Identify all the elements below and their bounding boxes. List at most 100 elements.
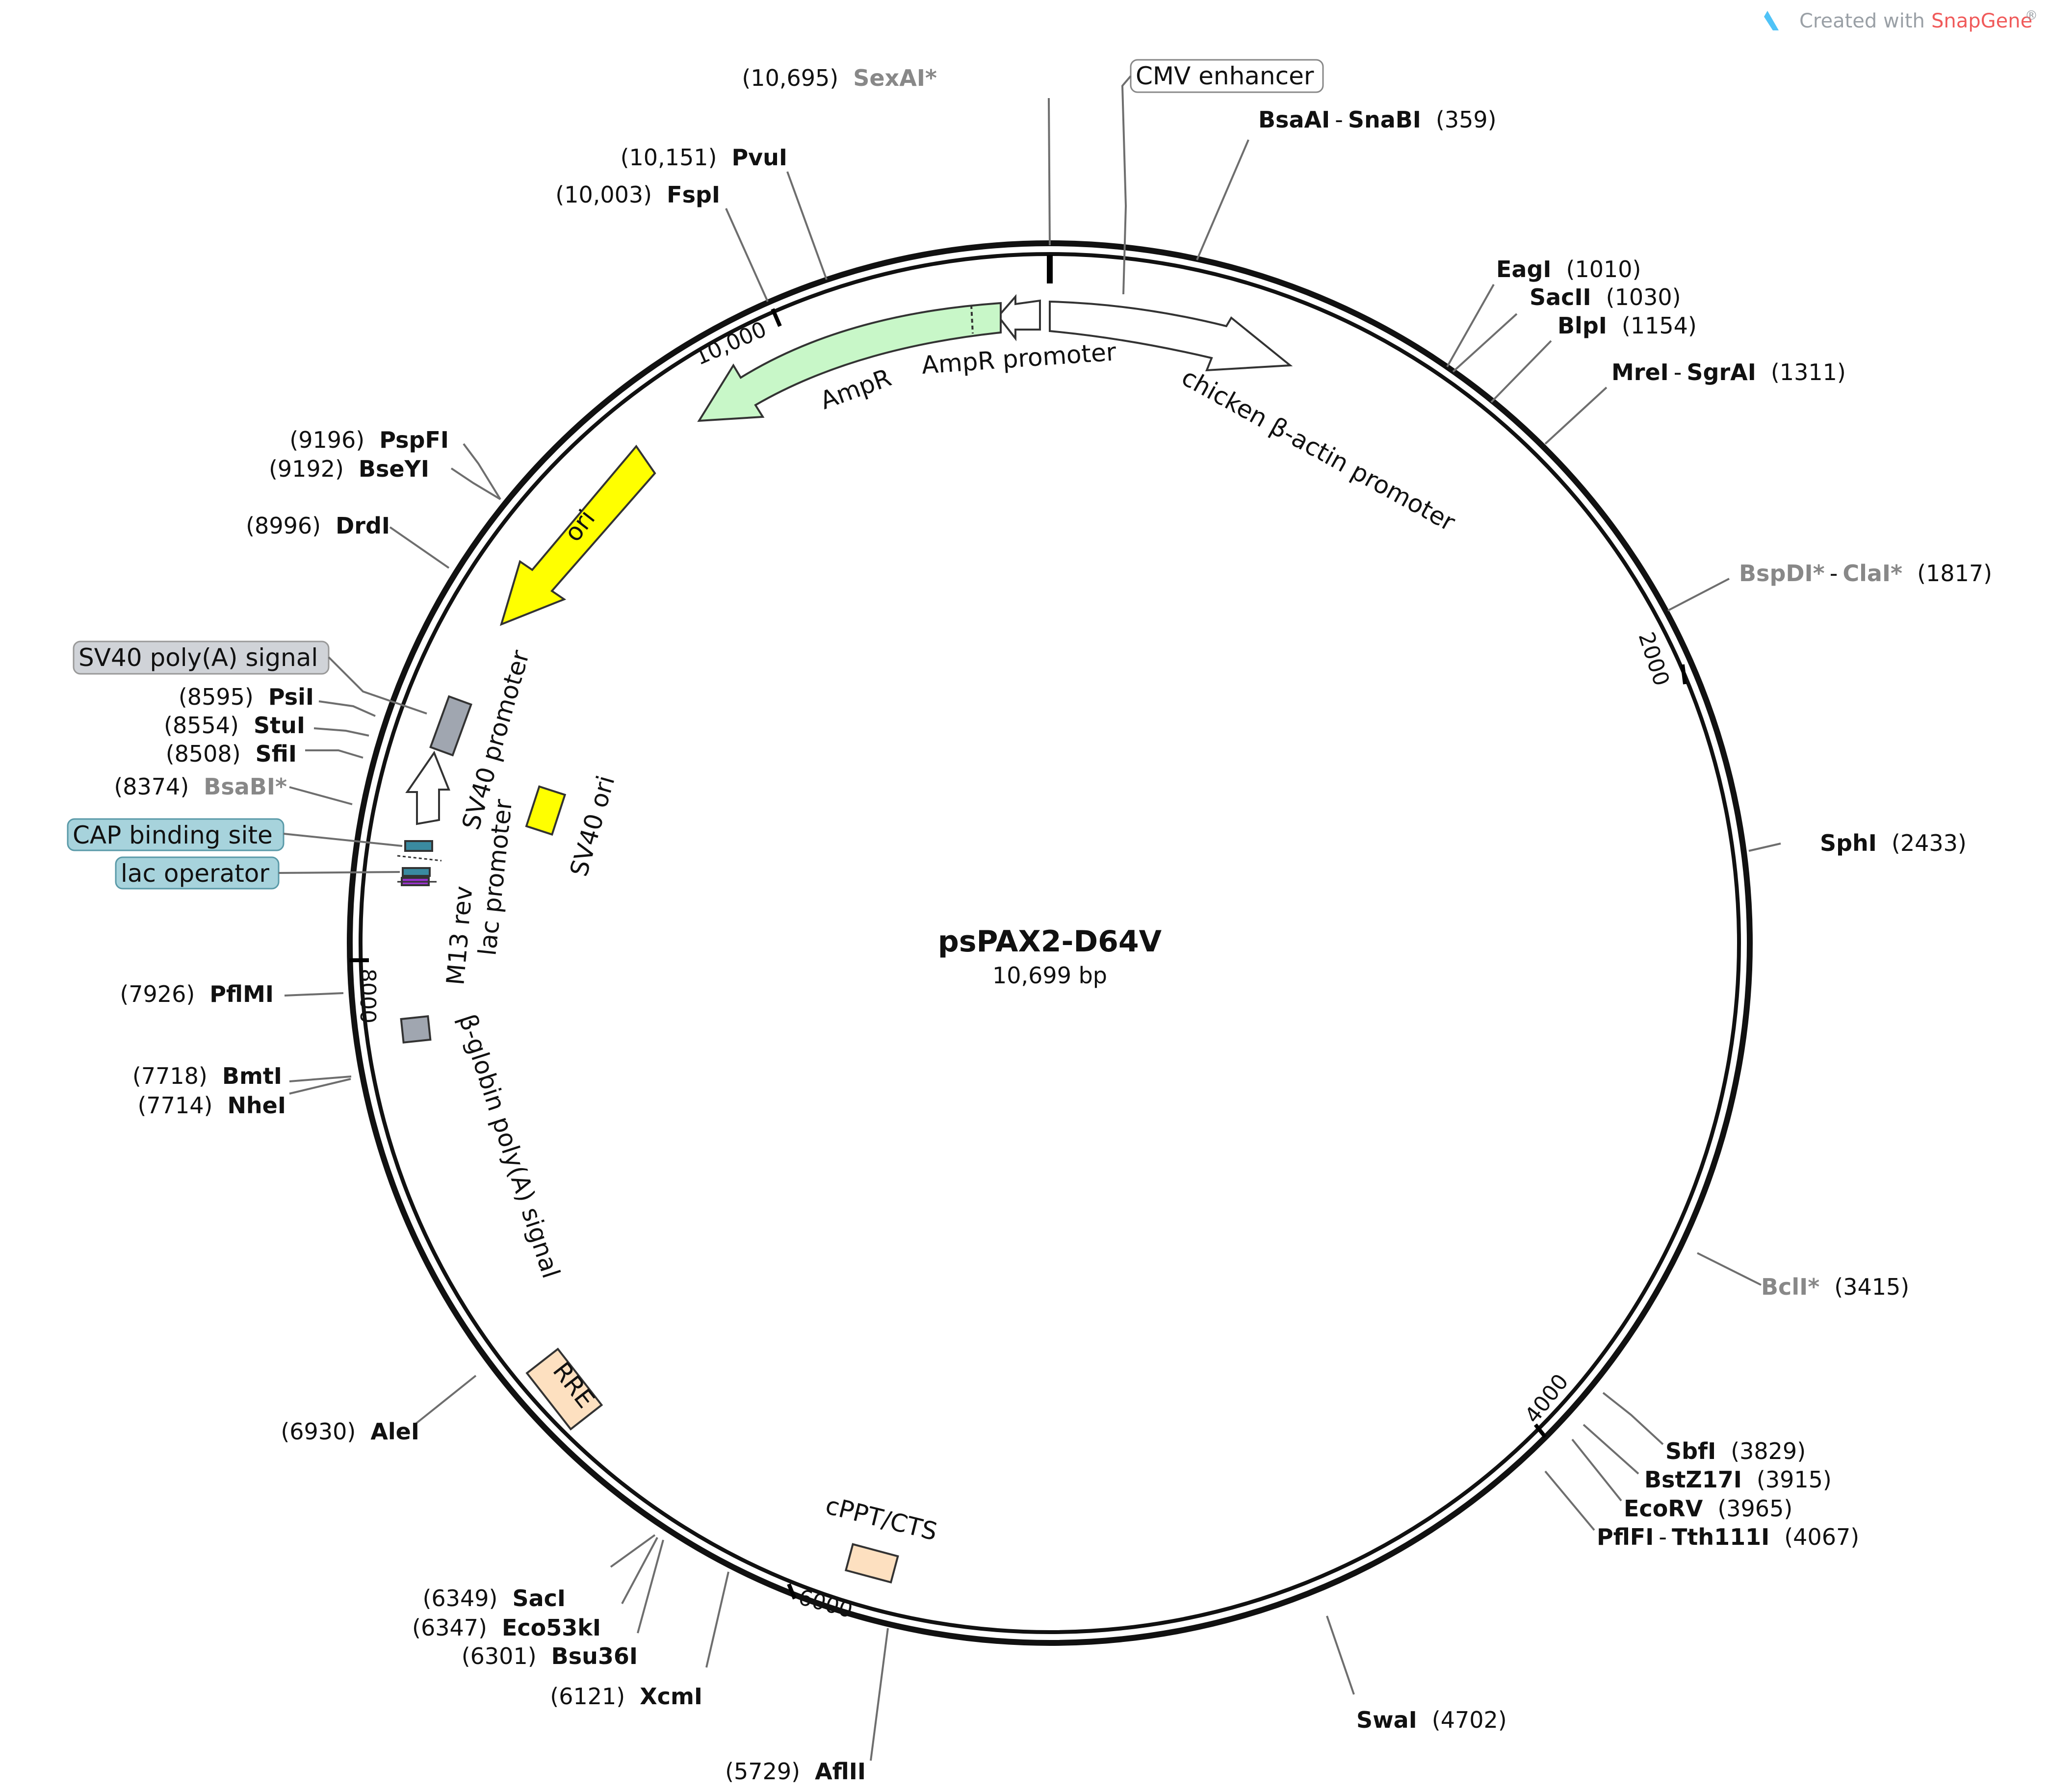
sv40-ori-label: SV40 ori [565, 772, 621, 879]
tick-6000 [787, 1583, 797, 1600]
aflii-leader [870, 1628, 889, 1761]
pvui-enzyme: PvuI [731, 144, 787, 171]
bseyi-enzyme: BseYI [359, 456, 429, 482]
bspdi-enzyme2: ClaI* [1842, 560, 1902, 587]
pflmi-pos: (7926) [120, 981, 195, 1007]
bsaai-leader [1196, 139, 1249, 260]
stui-enzyme: StuI [254, 712, 305, 739]
cppt-box[interactable] [844, 1543, 899, 1584]
site-stui[interactable]: (8554)StuI [164, 712, 305, 739]
features [397, 294, 1293, 1584]
nhei-enzyme: NheI [227, 1092, 286, 1119]
pspfi-enzyme: PspFI [379, 427, 449, 453]
ampr-promoter-arrow[interactable] [997, 294, 1041, 341]
swai-pos: (4702) [1432, 1707, 1507, 1733]
site-pflmi[interactable]: (7926)PflMI [120, 981, 274, 1007]
site-blpi[interactable]: BlpI(1154) [1557, 312, 1697, 339]
sv40-promoter-arrow[interactable] [405, 750, 450, 825]
bcli-enzyme: BclI* [1761, 1274, 1819, 1300]
ori-arrow[interactable] [499, 444, 656, 626]
site-aflii[interactable]: (5729)AflII [725, 1758, 866, 1785]
aflii-enzyme: AflII [815, 1758, 866, 1785]
rre-box[interactable] [525, 1347, 603, 1431]
fspi-leader [725, 208, 769, 302]
xcmi-pos: (6121) [550, 1683, 625, 1710]
backbone-inner [359, 252, 1741, 1634]
pspfi-leader [463, 443, 501, 500]
site-bseyi[interactable]: (9192)BseYI [269, 456, 429, 482]
credit-brand: SnapGene [1931, 10, 2032, 32]
mrei-enzyme: MreI [1611, 359, 1669, 385]
site-bcli[interactable]: BclI*(3415) [1761, 1274, 1909, 1300]
site-pspfi[interactable]: (9196)PspFI [289, 427, 449, 453]
nhei-leader [289, 1078, 351, 1095]
tick-4000 [1533, 1423, 1547, 1438]
m13-rev-label: M13 rev [441, 885, 478, 986]
bsaai-enzyme: BsaAI [1258, 106, 1330, 133]
site-eagi[interactable]: EagI(1010) [1496, 256, 1641, 282]
site-bsaai[interactable]: BsaAI-SnaBI(359) [1258, 106, 1497, 133]
ecorv-leader [1571, 1438, 1622, 1502]
site-eco53ki[interactable]: (6347)Eco53kI [412, 1614, 601, 1641]
site-sacii[interactable]: SacII(1030) [1530, 284, 1681, 310]
site-bsu36i[interactable]: (6301)Bsu36I [462, 1643, 638, 1669]
tick-2000 [1681, 664, 1687, 685]
tick-label-10000: 10,000 [691, 317, 770, 370]
swai-enzyme: SwaI [1356, 1707, 1417, 1733]
drdi-enzyme: DrdI [336, 512, 390, 539]
site-pvui[interactable]: (10,151)PvuI [621, 144, 787, 171]
bspdi-enzyme: BspDI* [1739, 560, 1825, 587]
site-pflfi[interactable]: PflFI-Tth111I(4067) [1597, 1524, 1859, 1550]
site-bmti[interactable]: (7718)BmtI [132, 1063, 282, 1089]
chicken-promoter-label: chicken β-actin promoter [1177, 363, 1460, 537]
cmv-enhancer-label: CMV enhancer [1136, 62, 1314, 90]
site-sexai[interactable]: (10,695)SexAI* [742, 65, 937, 91]
mrei-leader [1544, 386, 1608, 445]
site-mrei[interactable]: MreI-SgrAI(1311) [1611, 359, 1846, 385]
snapgene-logo-icon [1764, 11, 1779, 30]
site-leaders [284, 98, 1781, 1761]
saci-pos: (6349) [422, 1585, 497, 1612]
site-sfii[interactable]: (8508)SfiI [166, 741, 297, 767]
sbfi-leader [1602, 1392, 1664, 1445]
alei-leader [414, 1375, 477, 1426]
site-nhei[interactable]: (7714)NheI [137, 1092, 286, 1119]
site-bsabi[interactable]: (8374)BsaBI* [114, 773, 287, 800]
site-drdi[interactable]: (8996)DrdI [246, 512, 390, 539]
site-fspi[interactable]: (10,003)FspI [555, 181, 720, 208]
bsu36i-pos: (6301) [462, 1643, 537, 1669]
sexai-leader [1048, 98, 1051, 246]
lac-operator-box[interactable] [402, 867, 431, 877]
ampr-promoter-label: AmpR promoter [921, 337, 1117, 380]
site-saci[interactable]: (6349)SacI [422, 1585, 566, 1612]
drdi-leader [389, 526, 450, 569]
sphi-leader [1748, 843, 1781, 852]
lac-operator-label: lac operator [121, 859, 269, 888]
eagi-pos: (1010) [1566, 256, 1641, 282]
cap-binding-site-box[interactable] [404, 840, 433, 852]
sv40-polya-leader [328, 656, 427, 715]
sv40-polya-box[interactable] [429, 695, 472, 757]
fspi-pos: (10,003) [555, 181, 652, 208]
site-ecorv[interactable]: EcoRV(3965) [1624, 1495, 1792, 1522]
bmti-leader [289, 1075, 352, 1082]
lac-promoter-mark [397, 855, 442, 862]
eco53ki-enzyme: Eco53kI [502, 1614, 601, 1641]
site-bstz17i[interactable]: BstZ17I(3915) [1644, 1466, 1832, 1493]
site-xcmi[interactable]: (6121)XcmI [550, 1683, 702, 1710]
site-bspdi[interactable]: BspDI*-ClaI*(1817) [1739, 560, 1992, 587]
site-psii[interactable]: (8595)PsiI [179, 684, 314, 710]
sv40-ori-box[interactable] [525, 785, 567, 836]
site-sphi[interactable]: SphI(2433) [1820, 830, 1967, 856]
chicken-promoter-arrow[interactable] [1049, 300, 1293, 372]
sbfi-pos: (3829) [1731, 1438, 1806, 1464]
sexai-pos: (10,695) [742, 65, 838, 91]
sphi-enzyme: SphI [1820, 830, 1877, 856]
site-swai[interactable]: SwaI (4702) [1356, 1707, 1507, 1733]
site-sbfi[interactable]: SbfI(3829) [1665, 1438, 1806, 1464]
ampr-arrow[interactable] [697, 302, 1002, 422]
bglobin-polya-box[interactable] [400, 1015, 432, 1044]
psii-enzyme: PsiI [268, 684, 314, 710]
site-alei[interactable]: (6930)AleI [281, 1418, 419, 1445]
